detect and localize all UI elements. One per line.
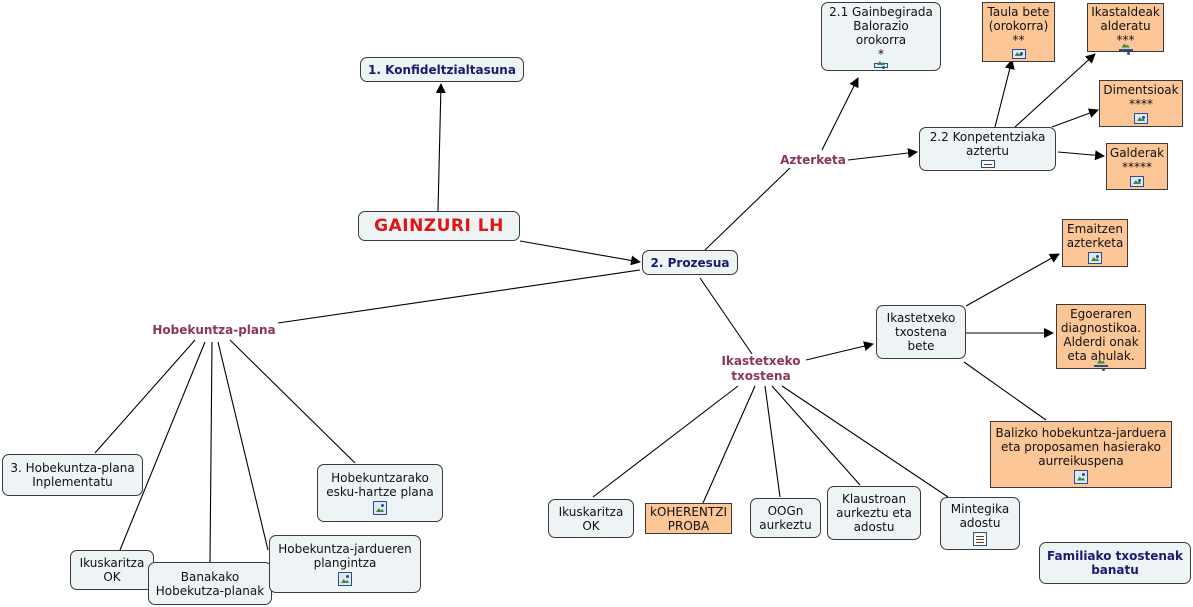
node-konpetentziak[interactable]: 2.2 Konpetentziaka aztertu <box>919 127 1056 171</box>
node-klaustroan[interactable]: Klaustroan aurkeztu eta adostu <box>827 486 921 540</box>
edge-hobekuntza-esku <box>229 339 356 464</box>
node-galderak[interactable]: Galderak ***** <box>1106 143 1168 190</box>
edge-azterketa-gainbegirada <box>821 77 859 151</box>
edge-bete-emaitzen <box>965 253 1060 307</box>
node-mintegika[interactable]: Mintegika adostu <box>940 497 1020 550</box>
edge-bete-balizko <box>963 361 1047 421</box>
document-icon[interactable] <box>980 160 995 168</box>
node-ikastaldeak[interactable]: Ikastaldeak alderatu *** <box>1087 3 1164 55</box>
node-emaitzen[interactable]: Emaitzen azterketa <box>1062 219 1128 267</box>
edge-prozesua-txostena <box>699 277 753 355</box>
node-ikuskaritza-ok-left[interactable]: Ikuskaritza OK <box>70 550 154 590</box>
node-dimentsioak[interactable]: Dimentsioak **** <box>1099 80 1183 127</box>
edge-azterketa-konpetentziak <box>847 148 918 161</box>
root-label: GAINZURI LH <box>374 216 504 236</box>
image-icon[interactable] <box>1134 113 1148 124</box>
image-icon[interactable] <box>373 501 387 515</box>
edge-konpetentziak-dimentsioak <box>1051 108 1099 128</box>
edge-txostena-oogn <box>764 385 781 498</box>
edge-txostena-klaustroan <box>771 385 861 486</box>
edge-txostena-ikuskaritza <box>592 385 739 498</box>
node-hobekuntza-plana-impl[interactable]: 3. Hobekuntza-plana Inplementatu <box>2 454 143 496</box>
node-prozesua[interactable]: 2. Prozesua <box>642 250 738 275</box>
edge-konpetentziak-taula <box>994 59 1015 128</box>
link-label-azterketa: Azterketa <box>778 153 848 168</box>
node-konfidentzialtasuna[interactable]: 1. Konfideltzialtasuna <box>360 57 524 82</box>
node-esku-hartze[interactable]: Hobekuntzarako esku-hartze plana <box>317 464 443 522</box>
edge-hobekuntza-jardueren <box>217 341 269 551</box>
image-icon[interactable] <box>1118 48 1133 55</box>
edge-hobekuntza-impl <box>94 339 196 454</box>
node-txostena-bete[interactable]: Ikastetxeko txostena bete <box>876 305 966 359</box>
node-taula-bete[interactable]: Taula bete (orokorra) ** <box>982 2 1055 62</box>
node-koherentzi[interactable]: kOHERENTZI PROBA <box>645 503 732 534</box>
edge-txostena-mintegika <box>781 385 949 498</box>
image-icon[interactable] <box>1094 364 1108 371</box>
root-node[interactable]: GAINZURI LH <box>358 211 520 241</box>
image-icon[interactable] <box>1088 252 1102 264</box>
node-oogn[interactable]: OOGn aurkeztu <box>750 498 821 538</box>
node-ikuskaritza-ok-right[interactable]: Ikuskaritza OK <box>548 499 634 538</box>
edge-root-prozesua <box>519 240 641 266</box>
node-jardueren[interactable]: Hobekuntza-jardueren plangintza <box>269 535 421 593</box>
node-gainbegirada[interactable]: 2.1 Gainbegirada Balorazio orokorra * <box>821 2 941 71</box>
edge-txostena-bete <box>805 341 874 361</box>
edge-root-konfidentzialtasuna <box>435 83 446 212</box>
edge-hobekuntza-banakako <box>209 341 213 563</box>
node-balizko[interactable]: Balizko hobekuntza-jarduera eta proposam… <box>990 421 1172 488</box>
edge-prozesua-hobekuntza <box>277 269 641 324</box>
document-icon[interactable] <box>973 531 987 546</box>
node-banakako[interactable]: Banakako Hobekutza-planak <box>148 562 272 605</box>
edge-txostena-koherentzi <box>702 385 756 504</box>
node-egoeraren[interactable]: Egoeraren diagnostikoa. Alderdi onak eta… <box>1056 304 1146 371</box>
node-familiako[interactable]: Familiako txostenak banatu <box>1039 542 1191 584</box>
edge-prozesua-azterketa <box>704 167 791 251</box>
edge-konpetentziak-galderak <box>1057 150 1105 161</box>
edge-konpetentziak-ikastaldeak <box>1014 53 1096 128</box>
link-label-hobekuntza-plana: Hobekuntza-plana <box>150 323 278 338</box>
image-icon[interactable] <box>1130 176 1144 187</box>
edge-hobekuntza-ikuskaritza <box>119 341 206 551</box>
image-icon[interactable] <box>1011 49 1026 59</box>
image-icon[interactable] <box>1074 469 1088 484</box>
image-icon[interactable] <box>874 63 888 69</box>
link-label-ikastetxeko-txostena: Ikastetxeko txostena <box>716 354 806 384</box>
image-icon[interactable] <box>338 572 352 586</box>
